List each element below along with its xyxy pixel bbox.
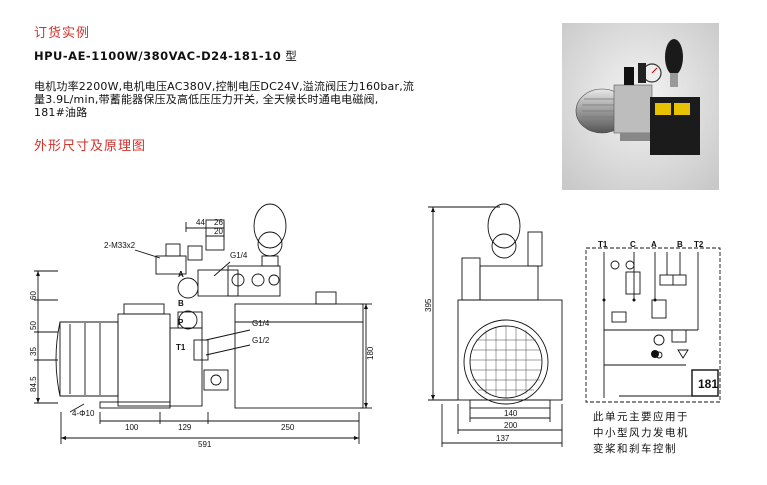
schematic-port-t1: T1 bbox=[598, 240, 608, 249]
dim-100: 100 bbox=[125, 423, 139, 432]
description-line: 电机功率2200W,电机电压AC380V,控制电压DC24V,溢流阀压力160b… bbox=[34, 80, 415, 93]
application-caption: 此单元主要应用于 中小型风力发电机 变桨和刹车控制 bbox=[593, 409, 723, 457]
port-a-label: A bbox=[178, 270, 184, 279]
caption-line: 此单元主要应用于 bbox=[593, 411, 689, 423]
dim-60: 60 bbox=[29, 291, 38, 300]
dim-137: 137 bbox=[496, 434, 510, 443]
schematic-port-b: B bbox=[677, 240, 683, 249]
dim-g14-top: G1/4 bbox=[230, 251, 248, 260]
dim-holes: 4-Φ10 bbox=[72, 409, 95, 418]
port-b-label: B bbox=[178, 299, 184, 308]
dim-84-5: 84.5 bbox=[29, 376, 38, 392]
order-example-title: 订货实例 bbox=[34, 26, 91, 41]
schematic-port-a: A bbox=[651, 240, 657, 249]
dim-44: 44 bbox=[196, 218, 205, 227]
dim-395: 395 bbox=[424, 298, 433, 312]
caption-line: 中小型风力发电机 bbox=[593, 427, 689, 439]
port-p-label: P bbox=[178, 318, 184, 327]
dim-140: 140 bbox=[504, 409, 518, 418]
dim-129: 129 bbox=[178, 423, 192, 432]
dim-20: 20 bbox=[214, 227, 223, 236]
dimensions-title: 外形尺寸及原理图 bbox=[34, 139, 147, 154]
caption-line: 变桨和刹车控制 bbox=[593, 443, 677, 455]
circuit-number: 181 bbox=[698, 377, 718, 391]
dim-35: 35 bbox=[29, 347, 38, 356]
schematic-port-c: C bbox=[630, 240, 636, 249]
dim-g14-mid: G1/4 bbox=[252, 319, 270, 328]
description: 电机功率2200W,电机电压AC380V,控制电压DC24V,溢流阀压力160b… bbox=[34, 80, 504, 119]
description-line: 181#油路 bbox=[34, 106, 88, 119]
description-line: 量3.9L/min,带蓄能器保压及高低压压力开关, 全天候长时通电电磁阀, bbox=[34, 93, 379, 106]
dim-thread: 2-M33x2 bbox=[104, 241, 136, 250]
model-suffix: 型 bbox=[285, 49, 298, 63]
dim-g12: G1/2 bbox=[252, 336, 270, 345]
product-photo bbox=[562, 23, 719, 190]
dim-200: 200 bbox=[504, 421, 518, 430]
schematic-port-t2: T2 bbox=[694, 240, 704, 249]
dim-50: 50 bbox=[29, 321, 38, 330]
dim-180: 180 bbox=[366, 346, 375, 360]
dim-26: 26 bbox=[214, 218, 223, 227]
dim-250: 250 bbox=[281, 423, 295, 432]
port-t1-label: T1 bbox=[176, 343, 186, 352]
model-code-text: HPU-AE-1100W/380VAC-D24-181-10 bbox=[34, 49, 282, 63]
dim-591: 591 bbox=[198, 440, 212, 449]
